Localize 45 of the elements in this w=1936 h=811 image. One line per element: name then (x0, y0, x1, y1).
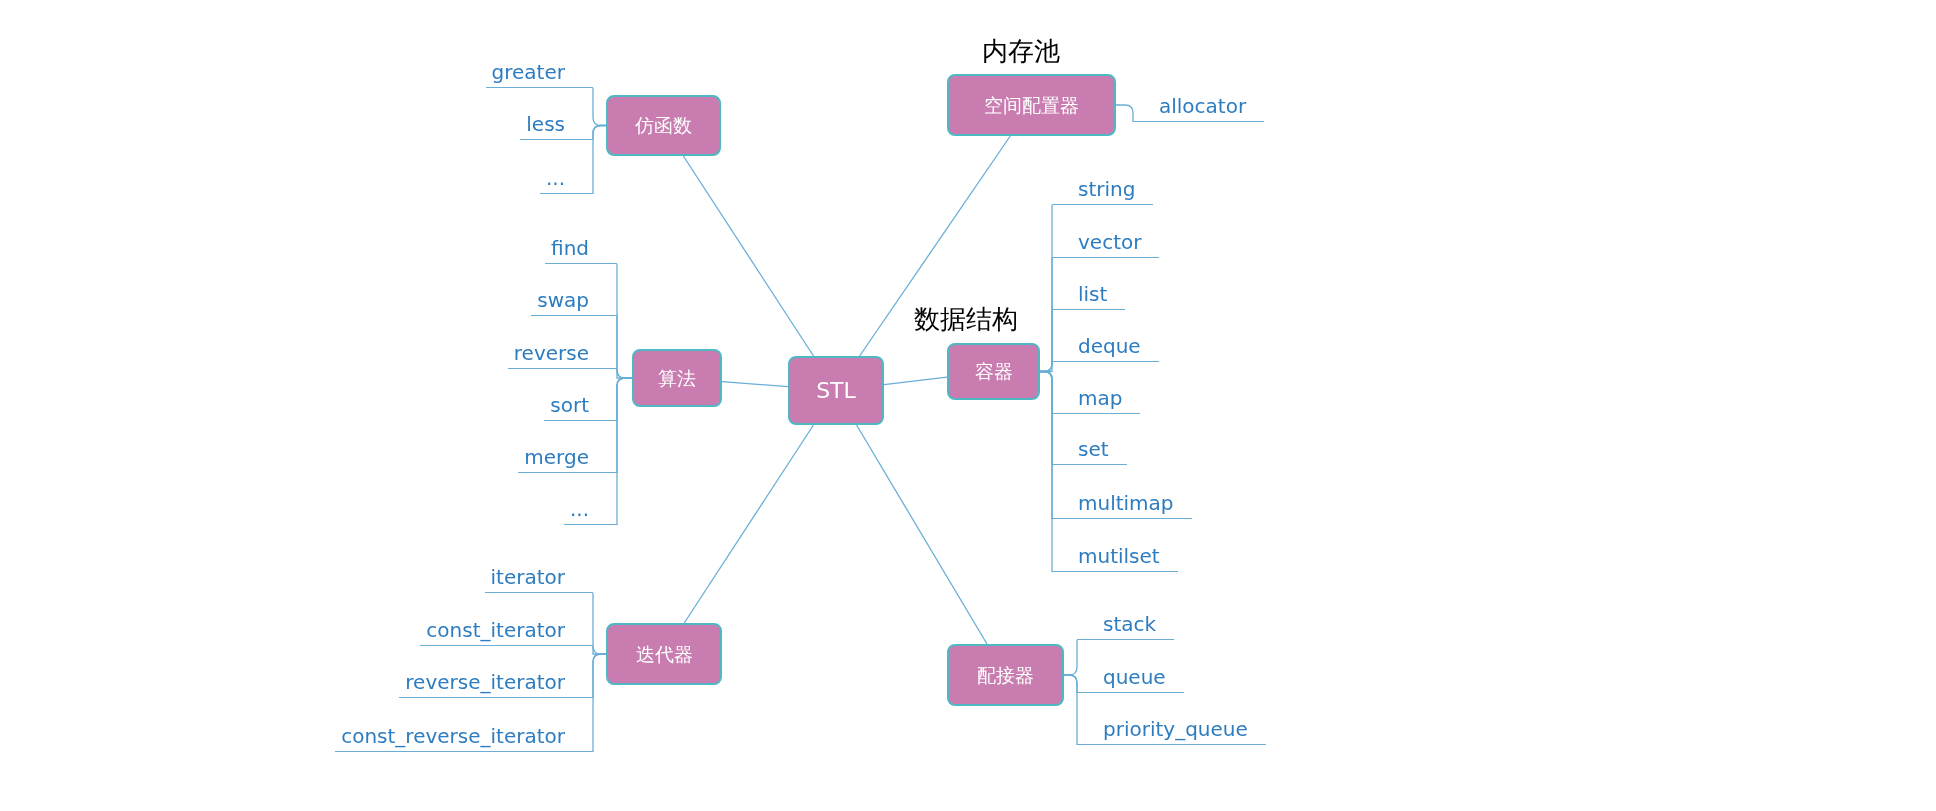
leaf-topic: merge (518, 441, 617, 473)
topic-box: 配接器 (947, 644, 1064, 706)
connector-line (883, 376, 948, 386)
leaf-topic: multimap (1052, 487, 1192, 519)
leaf-topic: find (545, 232, 617, 264)
leaf-topic: priority_queue (1077, 713, 1266, 745)
leaf-topic: iterator (484, 561, 593, 593)
leaf-topic: less (520, 108, 593, 140)
leaf-topic: vector (1052, 226, 1160, 258)
connector-line (616, 377, 633, 526)
leaf-topic: reverse (507, 337, 617, 369)
connector-line (858, 135, 1011, 357)
leaf-topic: reverse_iterator (399, 666, 593, 698)
connector-line (721, 380, 789, 388)
leaf-topic: const_reverse_iterator (335, 720, 593, 752)
connector-line (682, 155, 815, 357)
leaf-topic: queue (1077, 661, 1184, 693)
topic-box: 迭代器 (606, 623, 722, 685)
leaf-topic: greater (485, 56, 593, 88)
connector-line (855, 424, 988, 645)
leaf-topic: map (1052, 382, 1141, 414)
leaf-topic: stack (1077, 608, 1175, 640)
topic-box: STL (788, 356, 884, 425)
topic-box: 算法 (632, 349, 722, 407)
topic-box: 空间配置器 (947, 74, 1116, 136)
connector-line (683, 424, 815, 624)
topic-box: 容器 (947, 343, 1040, 400)
annotation-text: 内存池 (982, 38, 1060, 64)
topic-box: 仿函数 (606, 95, 721, 156)
leaf-topic: list (1052, 278, 1126, 310)
leaf-topic: string (1052, 173, 1154, 205)
leaf-topic: swap (531, 284, 617, 316)
connector-line (1063, 674, 1078, 746)
leaf-topic: allocator (1133, 90, 1265, 122)
leaf-topic: set (1052, 433, 1127, 465)
leaf-topic: sort (544, 389, 617, 421)
leaf-topic: const_iterator (420, 614, 593, 646)
leaf-topic: mutilset (1052, 540, 1178, 572)
connector-line (1115, 104, 1134, 123)
leaf-topic: ... (563, 493, 617, 525)
leaf-topic: deque (1052, 330, 1159, 362)
connector-line (592, 124, 607, 195)
leaf-topic: ... (539, 162, 593, 194)
connector-line (592, 653, 607, 753)
annotation-text: 数据结构 (914, 306, 1018, 332)
